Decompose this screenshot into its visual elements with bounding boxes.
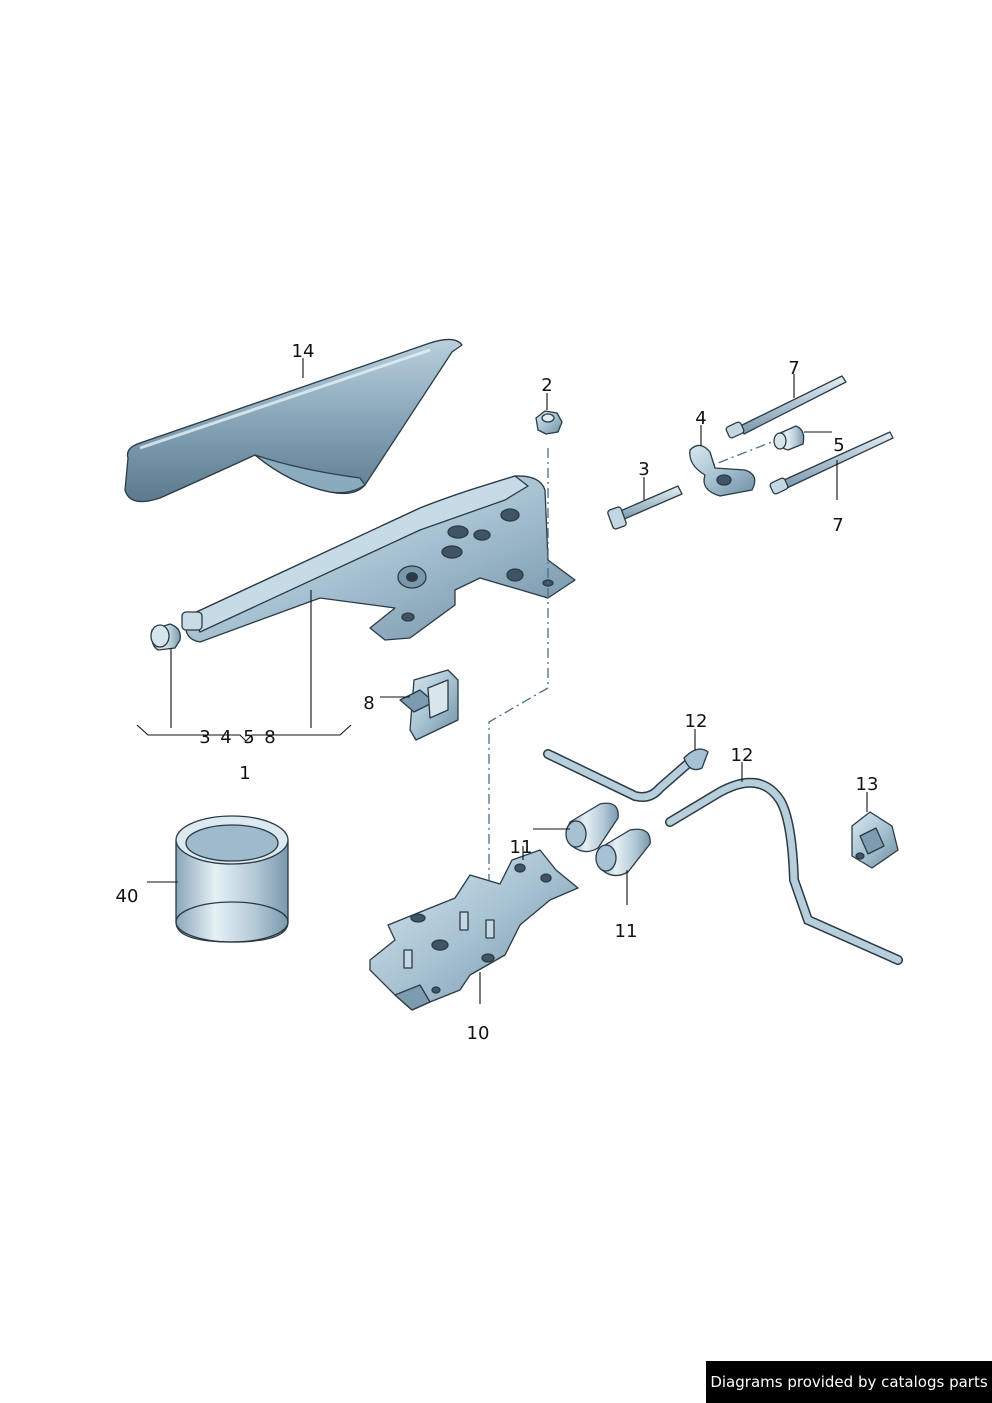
callout-11-right: 11 [615, 921, 638, 942]
callout-7-lower: 7 [832, 515, 843, 536]
callout-12-left: 12 [685, 711, 708, 732]
callout-13: 13 [856, 774, 879, 795]
release-button-cap [150, 623, 181, 651]
callout-7-upper: 7 [788, 358, 799, 379]
footer-credit: Diagrams provided by catalogs parts [706, 1361, 992, 1403]
sleeve-40 [175, 815, 289, 943]
adjusting-nut-5 [773, 425, 805, 451]
kit-label-3: 3 [199, 727, 210, 748]
brake-cable-7-upper [725, 375, 847, 439]
callout-12-right: 12 [731, 745, 754, 766]
callout-40: 40 [116, 886, 139, 907]
hose-12-left [543, 748, 709, 802]
callout-1: 1 [239, 763, 250, 784]
kit-label-5: 5 [243, 727, 254, 748]
kit-label-8: 8 [264, 727, 275, 748]
callout-5: 5 [833, 435, 844, 456]
cable-equalizer-4 [689, 444, 756, 497]
callout-4: 4 [695, 408, 706, 429]
kit-label-4: 4 [220, 727, 231, 748]
hose-12-right [665, 777, 903, 965]
leader-lines [136, 358, 868, 1004]
holder-clip-13 [851, 811, 899, 869]
callout-10: 10 [467, 1023, 490, 1044]
callout-11-left: 11 [510, 837, 533, 858]
rubber-boot-11-lower [595, 828, 651, 877]
rubber-boot-11-upper [565, 802, 619, 853]
callout-labels: 14 2 4 3 7 5 7 8 3 4 5 8 1 40 11 11 12 1… [116, 341, 879, 1044]
callout-14: 14 [292, 341, 315, 362]
assembly-centerline [488, 448, 549, 910]
mounting-bracket-10 [369, 849, 579, 1011]
handbrake-lever-1 [181, 475, 576, 643]
nut-2 [535, 410, 563, 435]
callout-3: 3 [638, 459, 649, 480]
clip-8 [399, 669, 459, 741]
grip-cover-14 [124, 338, 463, 503]
brake-cable-7-lower [769, 431, 894, 495]
callout-2: 2 [541, 375, 552, 396]
bolt-3 [607, 485, 683, 530]
callout-8: 8 [363, 693, 374, 714]
